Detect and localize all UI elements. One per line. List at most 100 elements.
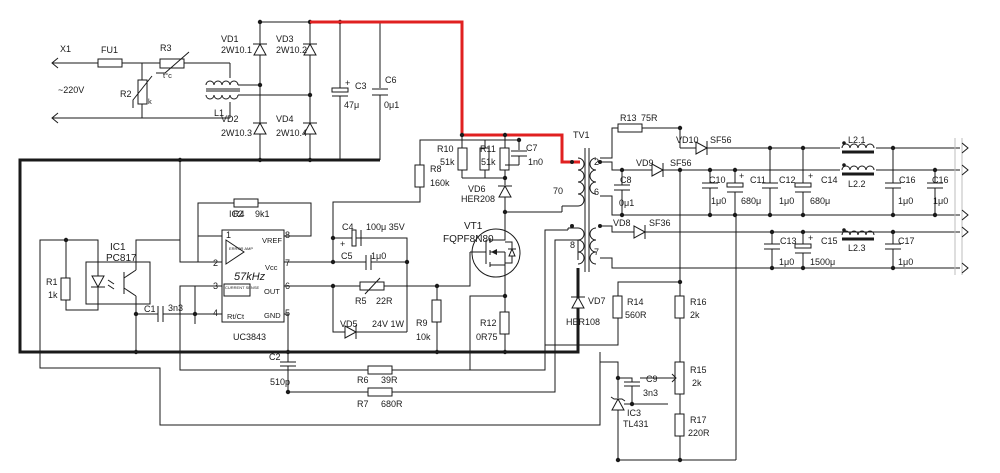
vd4-ref: VD4 xyxy=(276,114,294,124)
mosfet-vt1: VT1 FQPF8N80 xyxy=(443,209,562,300)
r8-value: 160k xyxy=(430,178,450,188)
tv1-pin8: 8 xyxy=(570,240,575,250)
vd6-part: HER208 xyxy=(461,194,495,204)
output-chokes: L2.1 L2.2 L2.3 xyxy=(840,135,876,253)
c3-ref: C3 xyxy=(355,81,367,91)
fuse-ref: FU1 xyxy=(101,45,118,55)
current-sense-label: CURRENT SENSE xyxy=(225,285,259,290)
tv1-pin2: 2 xyxy=(594,157,599,167)
vd10-ref: VD10 xyxy=(676,135,699,145)
varistor-mark: k xyxy=(148,97,152,106)
pin8-label: 8 xyxy=(285,230,290,240)
c2-ref: C2 xyxy=(269,352,281,362)
feedback-r14: R14 560R xyxy=(544,279,683,352)
r9-value: 10k xyxy=(416,332,431,342)
c12-ref: C12 xyxy=(779,175,796,185)
r10-ref: R10 xyxy=(437,144,454,154)
c3-value: 47μ xyxy=(344,100,359,110)
r14-value: 560R xyxy=(625,310,647,320)
r16-ref: R16 xyxy=(690,297,707,307)
r6-value: 39R xyxy=(381,375,398,385)
c3-polarity: + xyxy=(345,78,350,88)
c9-ref: C9 xyxy=(646,374,658,384)
vd9-part: SF56 xyxy=(670,158,692,168)
r4-value: 9k1 xyxy=(255,209,270,219)
vd3-part: 2W10.2 xyxy=(276,45,307,55)
secondary-aux-rail: VD8 SF36 C13 1μ0 + C15 1500μ C17 1μ0 xyxy=(600,218,960,271)
c7-ref: C7 xyxy=(526,143,538,153)
pin1-label: 1 xyxy=(226,230,231,240)
varistor-r2: R2 k xyxy=(120,63,153,118)
c4-value: 100μ 35V xyxy=(366,222,405,232)
tl431-ic3: C9 3n3 IC3 TL431 xyxy=(599,352,668,463)
c2-value: 510p xyxy=(270,377,290,387)
c4-polarity: + xyxy=(340,239,345,249)
vd4-part: 2W10.4 xyxy=(276,128,307,138)
r12-ref: R12 xyxy=(480,318,497,328)
vt1-part: FQPF8N80 xyxy=(443,234,494,245)
r8-ref: R8 xyxy=(430,164,442,174)
current-feedback-resistors: R6 39R R7 680R xyxy=(179,229,579,409)
connector-label: X1 xyxy=(60,44,71,54)
fuse-fu1: FU1 xyxy=(97,45,142,68)
r15-ref: R15 xyxy=(690,365,707,375)
r13-value: 75R xyxy=(641,113,658,123)
c10-value: 1μ0 xyxy=(711,196,726,206)
vd1-part: 2W10.1 xyxy=(221,45,252,55)
c14-ref: C14 xyxy=(821,175,838,185)
pin7-label: 7 xyxy=(285,258,290,268)
r16-value: 2k xyxy=(690,310,700,320)
c16b-ref: C16 xyxy=(932,175,949,185)
ic3-ref: IC3 xyxy=(627,408,641,418)
r1-ref: R1 xyxy=(46,277,58,287)
ic2-part: UC3843 xyxy=(233,332,266,342)
vd5-value: 24V 1W xyxy=(372,319,405,329)
vd7-part: HER108 xyxy=(566,317,600,327)
output-caps-main: C10 1μ0 + C11 680μ C12 1μ0 + C14 680μ xyxy=(619,125,838,218)
c6-value: 0μ1 xyxy=(384,100,399,110)
bulk-capacitors: + C3 47μ C6 0μ1 xyxy=(310,19,399,160)
output-caps-right: C16 1μ0 C16 1μ0 xyxy=(885,145,949,218)
aux-diode-vd7: VD7 HER108 xyxy=(566,268,606,352)
hv-bus-red xyxy=(310,20,580,164)
c11-polarity: + xyxy=(739,171,744,181)
vd3-ref: VD3 xyxy=(276,34,294,44)
c7-value: 1n0 xyxy=(528,157,543,167)
r5-ref: R5 xyxy=(355,296,367,306)
vd1-ref: VD1 xyxy=(221,34,239,44)
vd2-part: 2W10.3 xyxy=(221,128,252,138)
pin4-name: Rt/Ct xyxy=(227,312,245,321)
r17-ref: R17 xyxy=(690,415,707,425)
c17-ref: C17 xyxy=(898,236,915,246)
r9-ref: R9 xyxy=(416,318,428,328)
varistor-ref: R2 xyxy=(120,89,132,99)
c12-value: 1μ0 xyxy=(779,196,794,206)
thermistor-ref: R3 xyxy=(160,43,172,53)
r13-ref: R13 xyxy=(620,113,637,123)
r11-value: 51k xyxy=(481,157,496,167)
secondary-main: C8 0μ1 VD9 SF56 xyxy=(600,158,960,216)
l23-ref: L2.3 xyxy=(848,243,866,253)
mains-voltage-label: ~220V xyxy=(58,85,84,95)
ic1-ref: IC1 xyxy=(110,242,126,253)
vcc-capacitors: C4 + 100μ 35V C5 1μ0 xyxy=(330,202,410,332)
capacitor-c2: C2 510p xyxy=(269,349,333,395)
pin5-label: 5 xyxy=(285,308,290,318)
r6-ref: R6 xyxy=(357,375,369,385)
vd2-ref: VD2 xyxy=(221,114,239,124)
opto-feedback-link xyxy=(39,352,601,426)
c15-value: 1500μ xyxy=(810,257,835,267)
c4-ref: C4 xyxy=(342,222,354,232)
vd5-ref: VD5 xyxy=(340,319,358,329)
feedback-divider: R16 2k R15 2k R17 220R xyxy=(618,170,737,463)
c6-ref: C6 xyxy=(385,75,397,85)
r7-value: 680R xyxy=(381,399,403,409)
vd6-ref: VD6 xyxy=(468,184,486,194)
r15-value: 2k xyxy=(692,378,702,388)
c16a-ref: C16 xyxy=(899,175,916,185)
choke-l1: L1 xyxy=(205,63,260,118)
r14-ref: R14 xyxy=(627,297,644,307)
capacitor-c1: C1 3n3 xyxy=(133,303,198,355)
thermistor-r3: R3 t°c xyxy=(142,43,230,80)
